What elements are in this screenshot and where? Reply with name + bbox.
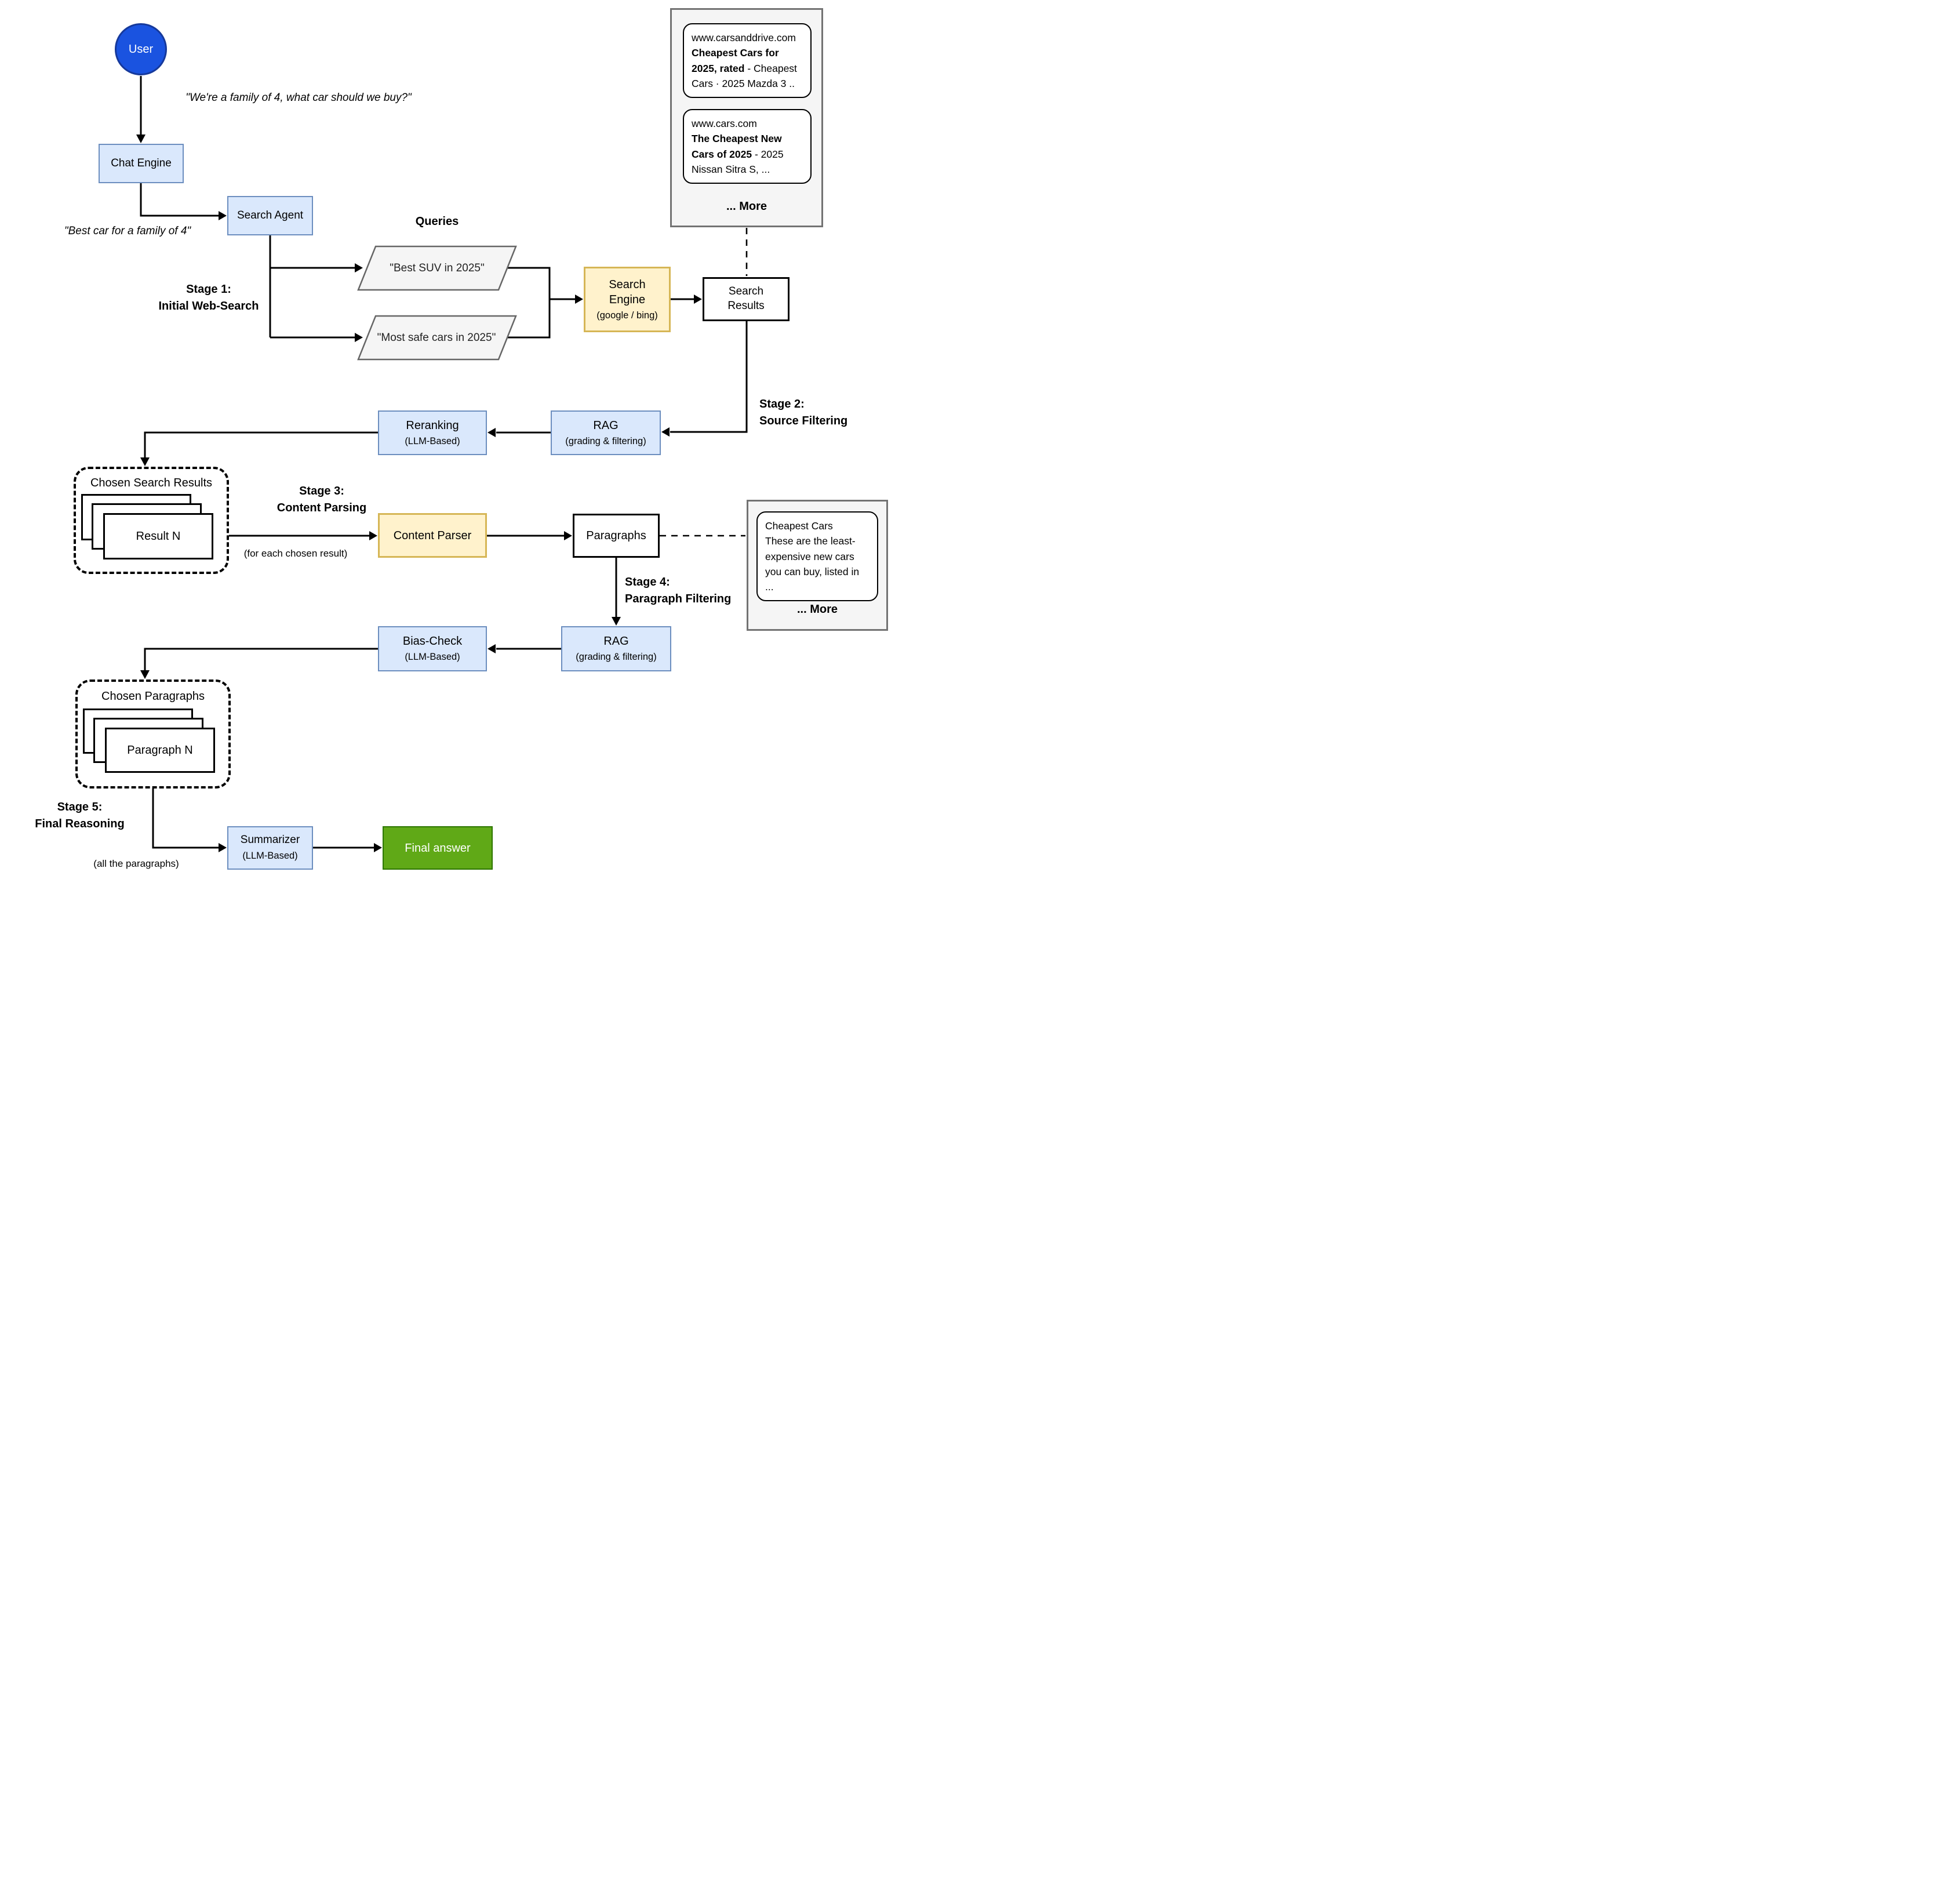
for-each-caption: (for each chosen result) — [243, 548, 348, 559]
stage-5-line1: Stage 5: — [57, 801, 103, 813]
chosen-paragraphs-label: Chosen Paragraphs — [101, 690, 205, 703]
bias-check-node: Bias-Check (LLM-Based) — [378, 626, 487, 671]
result-1-snippet: - Cheapest Cars · 2025 Mazda 3 .. — [692, 62, 797, 89]
content-parser-label: Content Parser — [393, 529, 472, 542]
rag-source-sublabel: (grading & filtering) — [565, 435, 646, 446]
search-agent-node: Search Agent — [227, 196, 313, 235]
rag-source-label: RAG — [593, 419, 619, 432]
stage-2-line2: Source Filtering — [759, 415, 848, 427]
final-answer-node: Final answer — [383, 826, 493, 870]
stage-4-line1: Stage 4: — [625, 576, 670, 588]
search-results-label: Search Results — [727, 285, 765, 312]
chat-engine-label: Chat Engine — [111, 157, 172, 169]
stage-3-line1: Stage 3: — [299, 485, 344, 497]
user-question-quote: "We're a family of 4, what car should we… — [185, 92, 412, 104]
all-paragraphs-caption: (all the paragraphs) — [93, 858, 179, 869]
refined-query-quote: "Best car for a family of 4" — [64, 225, 191, 237]
search-engine-sublabel: (google / bing) — [596, 310, 658, 321]
paragraph-panel-more: ... More — [796, 603, 838, 616]
stage-5-line2: Final Reasoning — [35, 817, 125, 830]
stage-4-line2: Paragraph Filtering — [625, 593, 732, 605]
summarizer-node: Summarizer (LLM-Based) — [227, 826, 313, 870]
result-2-url: www.cars.com — [692, 118, 757, 129]
paragraph-n-label: Paragraph N — [127, 743, 193, 757]
query-2-text: "Most safe cars in 2025" — [377, 332, 496, 344]
query-1-text: "Best SUV in 2025" — [390, 262, 485, 274]
paragraph-card-body: These are the least-expensive new cars y… — [765, 535, 860, 593]
flowchart-canvas: User "We're a family of 4, what car shou… — [0, 0, 893, 872]
final-answer-label: Final answer — [405, 841, 471, 855]
stage-1-line2: Initial Web-Search — [158, 300, 259, 313]
reranking-label: Reranking — [406, 419, 459, 432]
stage-1-line1: Stage 1: — [186, 283, 231, 296]
paragraph-card-title: Cheapest Cars — [765, 520, 833, 532]
paragraphs-label: Paragraphs — [586, 529, 646, 542]
search-result-card-2: www.cars.com The Cheapest New Cars of 20… — [683, 109, 812, 184]
result-1-url: www.carsanddrive.com — [692, 32, 796, 43]
chat-engine-node: Chat Engine — [99, 144, 184, 183]
queries-header: Queries — [415, 215, 459, 228]
stage-3-label: Stage 3: Content Parsing — [258, 483, 385, 517]
stage-1-label: Stage 1: Initial Web-Search — [145, 281, 272, 315]
stage-3-line2: Content Parsing — [277, 502, 367, 514]
chosen-results-label: Chosen Search Results — [90, 477, 213, 489]
search-engine-node: Search Engine (google / bing) — [584, 267, 671, 332]
rag-paragraph-label: RAG — [603, 635, 629, 648]
paragraphs-node: Paragraphs — [573, 514, 660, 558]
search-result-card-1: www.carsanddrive.com Cheapest Cars for 2… — [683, 23, 812, 98]
summarizer-label: Summarizer — [240, 834, 300, 846]
result-stack-front: Result N — [103, 513, 213, 559]
search-agent-label: Search Agent — [237, 209, 304, 221]
content-parser-node: Content Parser — [378, 513, 487, 558]
paragraph-stack-front: Paragraph N — [105, 728, 215, 773]
stage-5-label: Stage 5: Final Reasoning — [12, 799, 148, 833]
user-node: User — [115, 23, 167, 75]
rag-paragraph-node: RAG (grading & filtering) — [561, 626, 671, 671]
stage-2-label: Stage 2: Source Filtering — [759, 396, 887, 430]
result-2-snippet: - 2025 Nissan Sitra S, ... — [692, 148, 784, 175]
result-2-title: The Cheapest New Cars of 2025 — [692, 133, 782, 160]
summarizer-sublabel: (LLM-Based) — [242, 851, 298, 862]
stage-2-line1: Stage 2: — [759, 398, 805, 410]
connector-lines — [136, 76, 748, 852]
result-n-label: Result N — [136, 529, 181, 543]
rag-paragraph-sublabel: (grading & filtering) — [576, 652, 657, 663]
search-engine-label: Search Engine — [609, 278, 646, 306]
bias-check-sublabel: (LLM-Based) — [405, 652, 460, 663]
user-label: User — [128, 43, 154, 56]
search-results-node: Search Results — [703, 277, 790, 321]
reranking-node: Reranking (LLM-Based) — [378, 410, 487, 455]
bias-check-label: Bias-Check — [402, 635, 463, 648]
results-panel-more: ... More — [726, 200, 767, 213]
reranking-sublabel: (LLM-Based) — [405, 435, 460, 446]
stage-4-label: Stage 4: Paragraph Filtering — [625, 574, 752, 608]
query-parallelogram-1 — [357, 245, 517, 291]
result-1-title: Cheapest Cars for 2025, rated — [692, 47, 779, 74]
rag-source-node: RAG (grading & filtering) — [551, 410, 661, 455]
query-parallelogram-2 — [357, 315, 517, 361]
paragraph-card: Cheapest Cars These are the least-expens… — [756, 511, 878, 602]
